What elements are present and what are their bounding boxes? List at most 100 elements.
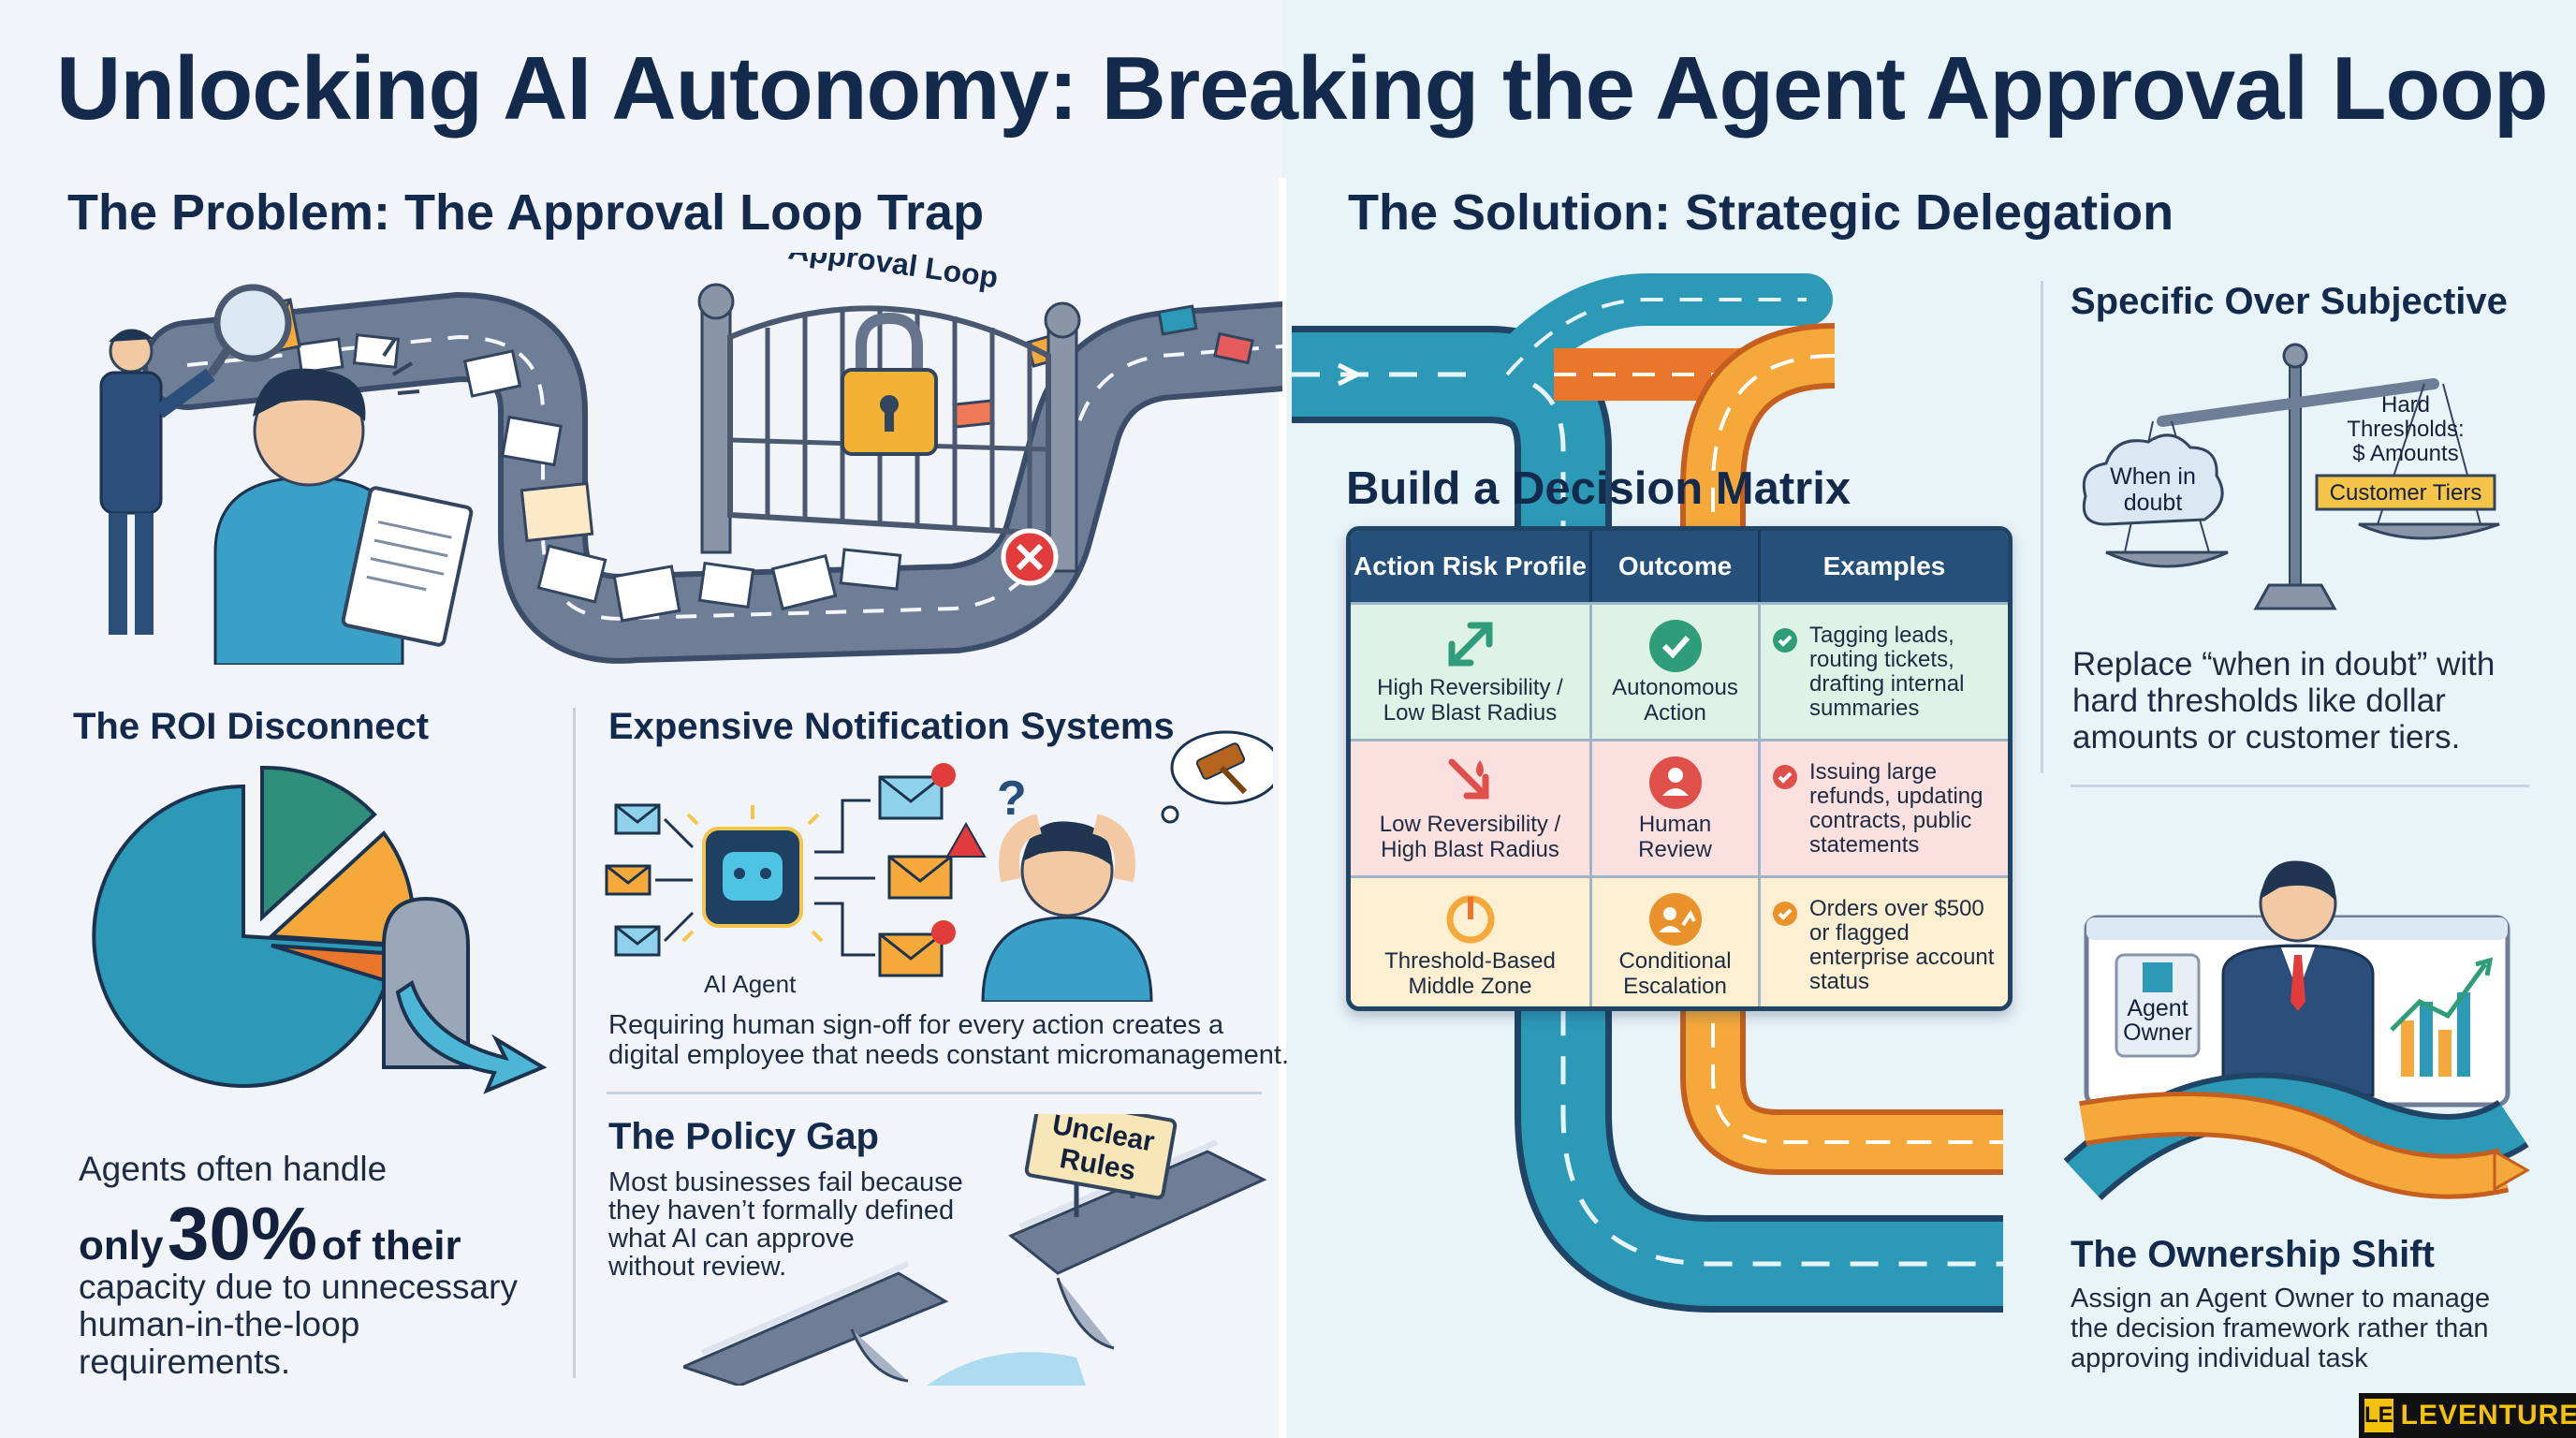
matrix-examples-cell: Orders over $500 or flagged enterprise a…	[1761, 878, 2008, 1006]
outcome-label-line: Autonomous	[1612, 675, 1738, 701]
doubt-cloud-icon: When in doubt	[2082, 433, 2224, 526]
human-review-icon	[1648, 756, 1702, 809]
question-mark-icon: ?	[997, 771, 1027, 826]
policy-heading: The Policy Gap	[608, 1116, 879, 1157]
left-column-divider	[573, 708, 576, 1378]
risk-label-line: High Blast Radius	[1381, 836, 1559, 862]
agent-badge-2: Owner	[2123, 1020, 2192, 1046]
notifications-caption-2: digital employee that needs constant mic…	[608, 1040, 1290, 1070]
broken-bridge-illustration: Unclear Rules	[683, 1114, 1267, 1386]
hard-text-3: $ Amounts	[2352, 441, 2458, 466]
roi-of-their: of their	[321, 1223, 461, 1269]
roi-percent: 30%	[167, 1192, 318, 1275]
ownership-heading: The Ownership Shift	[2071, 1234, 2435, 1275]
main-title: Unlocking AI Autonomy: Breaking the Agen…	[56, 38, 2548, 139]
brand-watermark: LE LEVENTURES	[2359, 1393, 2576, 1438]
risk-label-line: Threshold-Based	[1384, 948, 1556, 975]
customer-tiers-label: Customer Tiers	[2330, 480, 2482, 506]
example-line: drafting internal	[1809, 670, 1965, 697]
roi-line1: Agents often handle	[79, 1150, 388, 1188]
example-line: Orders over $500	[1809, 896, 1984, 921]
specific-text-1: Replace “when in doubt” with	[2072, 646, 2496, 682]
matrix-heading: Build a Decision Matrix	[1346, 463, 1852, 514]
specific-text-3: amounts or customer tiers.	[2072, 719, 2461, 756]
check-circle-icon	[1773, 628, 1797, 653]
outcome-label-line: Escalation	[1623, 973, 1727, 999]
example-line: contracts, public	[1809, 807, 1972, 833]
roi-rest-1: capacity due to unnecessary	[79, 1268, 518, 1306]
matrix-col-examples: Examples	[1822, 551, 1946, 580]
delegation-roads-illustration	[1292, 273, 2003, 1313]
brand-logo-icon: LE	[2364, 1399, 2393, 1432]
ownership-text-1: Assign an Agent Owner to manage	[2071, 1284, 2491, 1313]
stressed-man-icon	[213, 337, 474, 665]
approval-loop-illustration: Approval Loop	[99, 253, 1282, 665]
matrix-outcome-cell: Conditional Escalation	[1592, 878, 1761, 1006]
panel-divider	[1279, 178, 1286, 1438]
supervisor-with-magnifier-icon	[99, 284, 292, 635]
arrow-right-icon	[1337, 362, 1363, 387]
matrix-risk-cell: Threshold-Based Middle Zone	[1351, 878, 1592, 1006]
policy-text-1: Most businesses fail because	[608, 1167, 963, 1197]
example-line: statements	[1809, 831, 1920, 858]
agent-owner-illustration: Agent Owner	[2064, 860, 2531, 1201]
balance-scale-illustration: When in doubt Hard Thresholds: $ Amounts…	[2082, 343, 2500, 610]
envelope-icon	[605, 803, 661, 957]
gavel-thought-bubble-icon	[1161, 730, 1273, 824]
locked-gate-icon	[697, 283, 1081, 573]
check-circle-icon	[1773, 765, 1797, 789]
notifications-heading: Expensive Notification Systems	[608, 706, 1175, 747]
customer-tiers-tag	[2315, 474, 2496, 511]
cloud-text-2: doubt	[2124, 490, 2183, 516]
specific-text-2: hard thresholds like dollar	[2072, 682, 2446, 719]
right-column-divider	[2041, 281, 2043, 773]
approval-loop-label: Approval Loop	[786, 253, 1001, 294]
roi-rest-2: human-in-the-loop	[79, 1305, 360, 1343]
expand-arrows-icon	[1448, 622, 1492, 667]
roi-only: only	[79, 1223, 164, 1269]
risk-label-line: Middle Zone	[1408, 973, 1532, 999]
roi-pie-chart-illustration	[92, 765, 548, 1094]
brand-name: LEVENTURES	[2400, 1400, 2576, 1431]
arrow-down-icon	[395, 979, 548, 1094]
agent-owner-person-icon	[2221, 860, 2375, 1097]
unclear-rules-sign-icon: Unclear Rules	[1024, 1114, 1178, 1217]
matrix-outcome-cell: Human Review	[1592, 741, 1761, 875]
problem-heading: The Problem: The Approval Loop Trap	[67, 184, 985, 241]
roi-rest-3: requirements.	[79, 1343, 291, 1381]
risk-arrow-icon	[1448, 758, 1488, 800]
escalation-icon	[1648, 893, 1702, 946]
ai-agent-label: AI Agent	[704, 970, 797, 998]
cloud-text-1: When in	[2110, 463, 2196, 490]
policy-text-2: they haven’t formally defined	[608, 1196, 955, 1225]
roi-heading: The ROI Disconnect	[73, 706, 430, 747]
example-line: routing tickets,	[1809, 646, 1954, 672]
policy-text-4: without review.	[608, 1252, 787, 1282]
matrix-row: Low Reversibility / High Blast Radius Hu…	[1351, 739, 2008, 875]
ownership-text-3: approving individual task	[2071, 1343, 2368, 1373]
example-line: status	[1809, 968, 1870, 994]
example-line: enterprise account	[1809, 944, 1995, 970]
example-line: Issuing large	[1809, 759, 1938, 785]
overwhelmed-person-icon	[981, 814, 1153, 1002]
error-x-icon	[1001, 528, 1059, 586]
threshold-gauge-icon	[1446, 895, 1494, 944]
matrix-examples-cell: Tagging leads, routing tickets, drafting…	[1761, 605, 2008, 739]
matrix-risk-cell: High Reversibility / Low Blast Radius	[1351, 605, 1592, 739]
ownership-text-2: the decision framework rather than	[2071, 1313, 2489, 1343]
risk-label-line: Low Blast Radius	[1383, 699, 1558, 726]
outcome-label-line: Review	[1638, 836, 1712, 862]
agent-badge-1: Agent	[2127, 995, 2188, 1021]
example-line: summaries	[1809, 695, 1920, 721]
hard-text-1: Hard	[2381, 392, 2430, 418]
example-line: refunds, updating	[1809, 783, 1983, 809]
roi-stat: only 30% of their	[79, 1191, 461, 1277]
matrix-risk-cell: Low Reversibility / High Blast Radius	[1351, 741, 1592, 875]
alert-envelope-icon	[878, 763, 987, 977]
notifications-caption-1: Requiring human sign-off for every actio…	[608, 1010, 1224, 1040]
outcome-label-line: Conditional	[1618, 948, 1732, 975]
specific-heading: Specific Over Subjective	[2071, 281, 2508, 322]
notification-divider	[607, 1092, 1262, 1094]
matrix-examples-cell: Issuing large refunds, updating contract…	[1761, 741, 2008, 875]
matrix-col-risk: Action Risk Profile	[1351, 531, 1592, 602]
